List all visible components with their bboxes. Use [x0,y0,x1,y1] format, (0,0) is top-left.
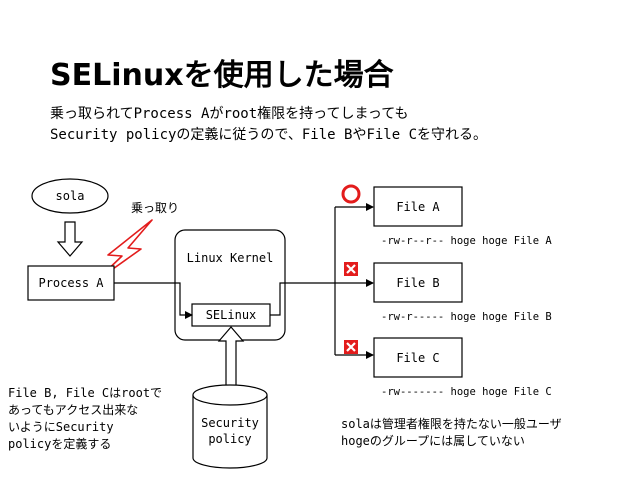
hijack-label: 乗っ取り [131,201,179,215]
right-note-line: hogeのグループには属していない [341,434,525,448]
security-policy-label-1: Security [201,416,259,430]
description-line-1: 乗っ取られてProcess Aがroot権限を持ってしまっても [50,106,409,122]
selinux-output-line [270,282,335,316]
file-c-label: File C [396,351,439,365]
user-sola-label: sola [56,189,85,203]
right-note-line: solaは管理者権限を持たない一般ユーザ [341,417,562,431]
process-a-label: Process A [38,276,104,290]
user-sola-node [31,178,109,214]
file-a-label: File A [396,200,440,214]
left-note: File B, File Cはrootで あってもアクセス出来な いようにSec… [8,385,162,453]
selinux-label: SELinux [206,308,257,322]
allowed-circle-icon [341,184,361,204]
linux-kernel-label: Linux Kernel [187,251,274,265]
file-a-box [373,186,463,227]
page-title: SELinuxを使用した場合 [50,58,394,93]
process-a-box [27,265,115,301]
file-b-box [373,262,463,303]
file-c-box [373,337,463,378]
left-note-line: あってもアクセス出来な [8,403,139,417]
denied-x-icon [344,262,358,276]
right-note: solaは管理者権限を持たない一般ユーザ hogeのグループには属していない [341,416,562,450]
file-c-permission: -rw------- hoge hoge File C [381,386,552,398]
denied-x-icon [344,340,358,354]
security-policy-cylinder [192,384,268,469]
left-note-line: File B, File Cはrootで [8,386,163,400]
file-a-permission: -rw-r--r-- hoge hoge File A [381,235,552,247]
down-arrow-icon [56,221,84,257]
file-b-label: File B [396,276,439,290]
process-to-selinux-arrow [114,282,193,319]
description-line-2: Security policyの定義に従うので、File BやFile Cを守れ… [50,127,488,143]
left-note-line: いようにSecurity [8,420,114,434]
security-policy-label-2: policy [208,432,251,446]
left-note-line: policyを定義する [8,437,112,451]
file-b-permission: -rw-r----- hoge hoge File B [381,311,552,323]
